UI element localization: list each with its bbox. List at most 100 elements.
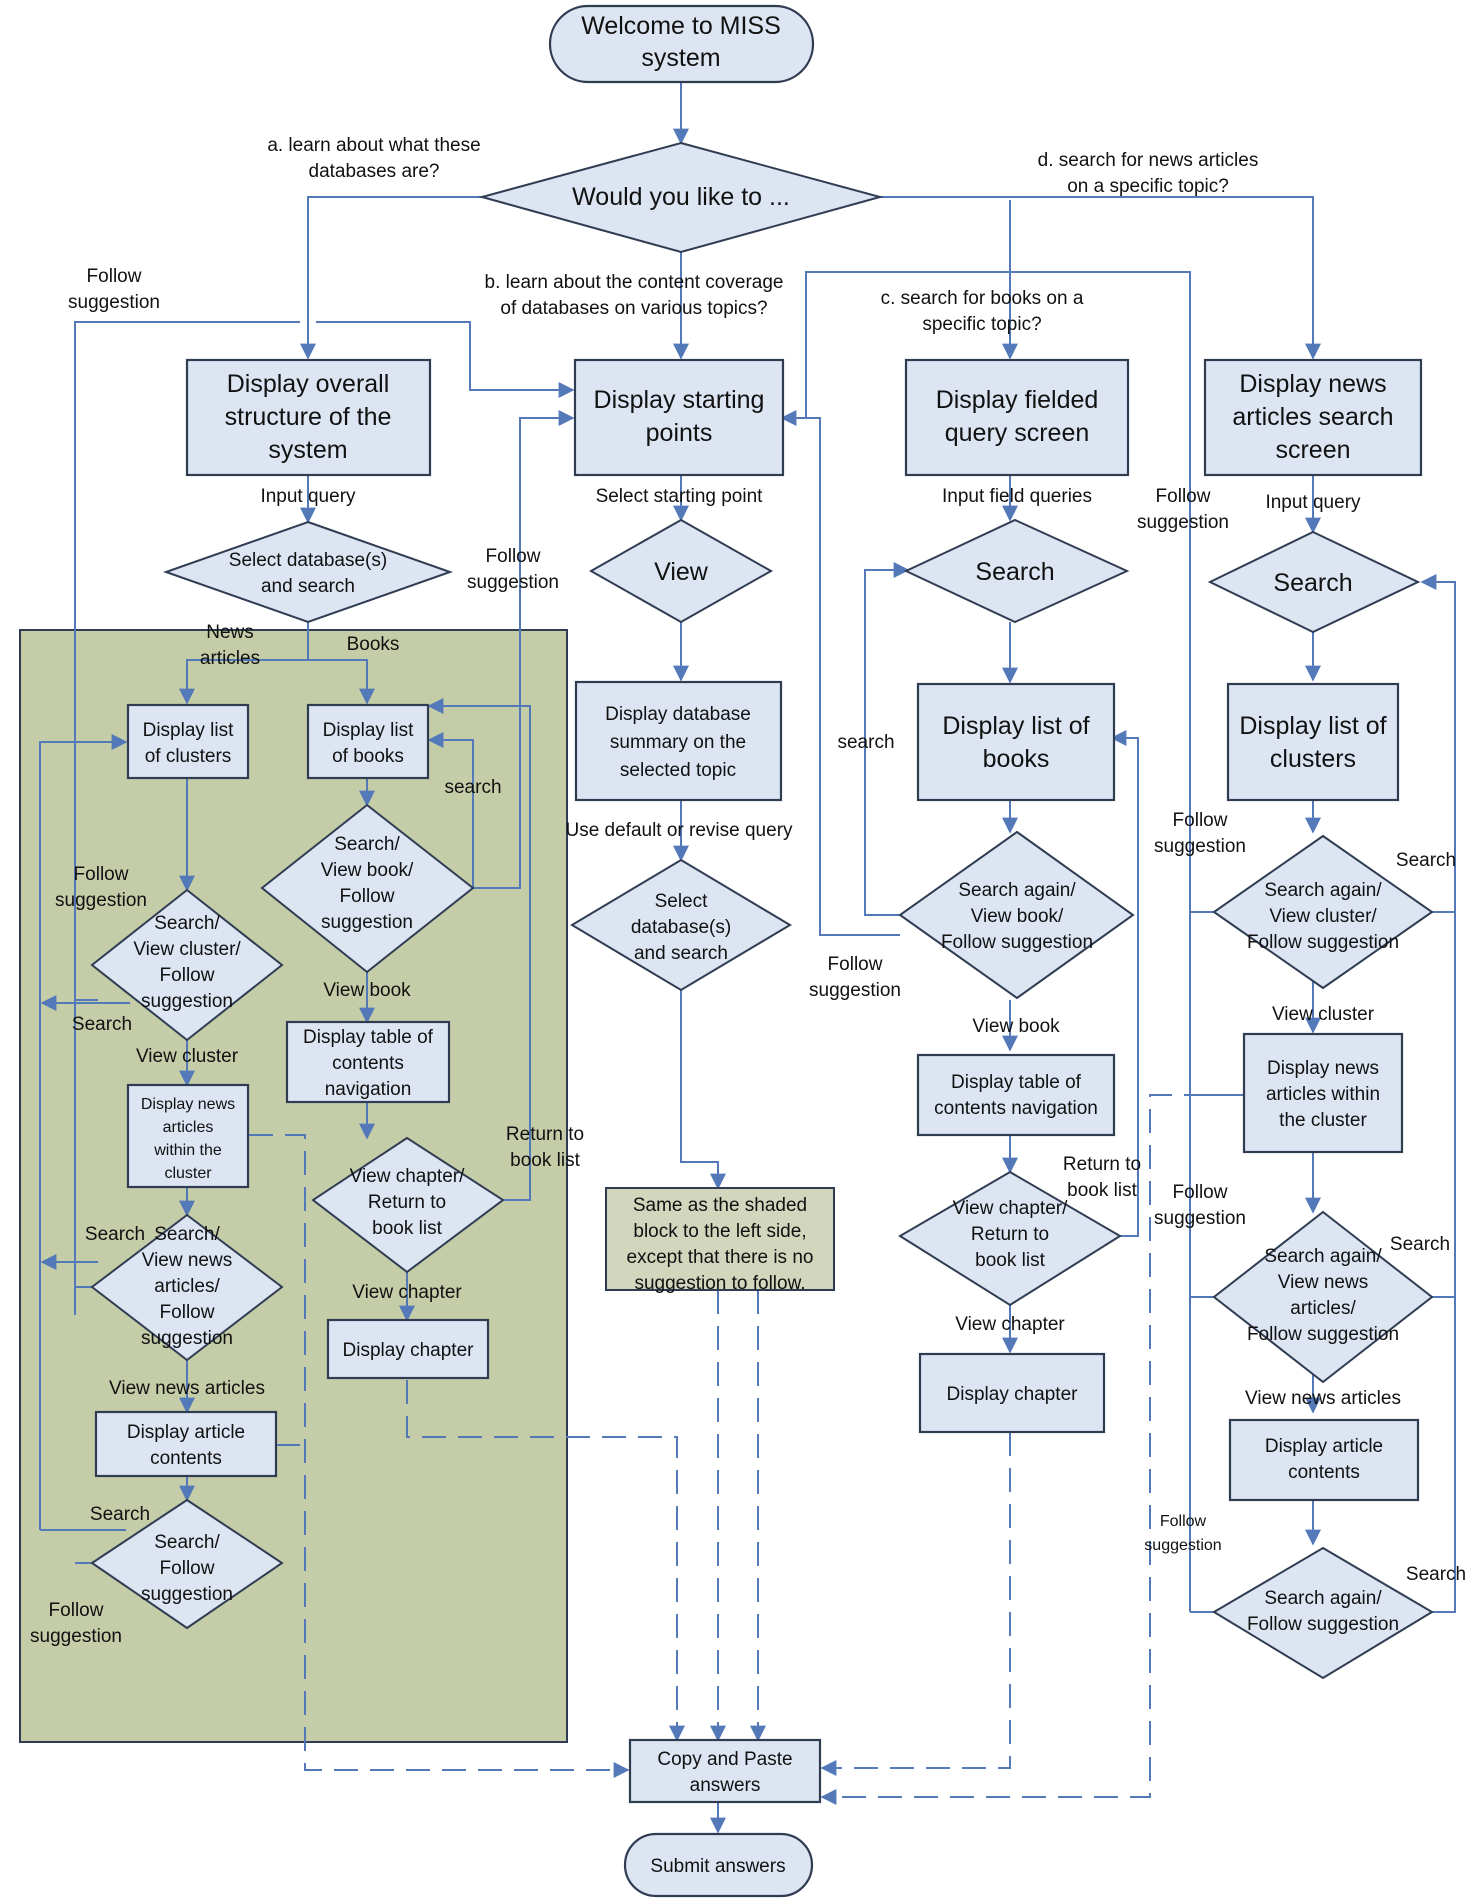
label-search-d3: Search xyxy=(1406,1564,1466,1585)
overall-line2: structure of the xyxy=(225,403,392,431)
dec-cluster-a-line3: Follow xyxy=(160,965,215,986)
label-view-book-c: View book xyxy=(972,1016,1060,1037)
node-chapter-a: Display chapter xyxy=(326,1318,490,1380)
search-c-label: Search xyxy=(975,558,1054,586)
node-dec-cluster-d: Search again/ View cluster/ Follow sugge… xyxy=(1212,834,1434,990)
dec-news-d-line2: View news xyxy=(1278,1272,1368,1293)
node-chapter-c: Display chapter xyxy=(918,1352,1106,1434)
node-news-screen: Display news articles search screen xyxy=(1203,358,1423,477)
follow-d3-line2: suggestion xyxy=(1154,1208,1246,1229)
label-view-cluster-a: View cluster xyxy=(136,1046,239,1067)
select-db-b-line3: and search xyxy=(634,943,728,964)
node-select-db-a: Select database(s) and search xyxy=(162,520,454,624)
node-list-books-c: Display list of books xyxy=(916,682,1116,802)
main-decision-label: Would you like to ... xyxy=(572,183,790,211)
select-db-b-line2: database(s) xyxy=(631,917,731,938)
follow-top-line2: suggestion xyxy=(68,292,160,313)
label-books: Books xyxy=(347,634,400,655)
node-dec-cluster-a: Search/ View cluster/ Follow suggestion xyxy=(90,888,284,1042)
node-starting-points: Display starting points xyxy=(573,358,785,477)
overall-line3: system xyxy=(268,436,347,464)
label-search-d2: Search xyxy=(1390,1234,1450,1255)
chapter-a-label: Display chapter xyxy=(343,1340,475,1361)
dec-chapter-a-line1: View chapter/ xyxy=(350,1166,465,1187)
label-search-a: search xyxy=(444,777,501,798)
fielded-line2: query screen xyxy=(945,419,1090,447)
label-input-query-d: Input query xyxy=(1265,492,1361,513)
note-line1: Same as the shaded xyxy=(633,1195,807,1216)
select-db-b-line1: Select xyxy=(655,891,709,912)
news-within-d-line1: Display news xyxy=(1267,1058,1379,1079)
follow-d1-line2: suggestion xyxy=(1137,512,1229,533)
dec-news-d-line4: Follow suggestion xyxy=(1247,1324,1399,1345)
node-dec-book-a: Search/ View book/ Follow suggestion xyxy=(260,803,475,974)
note-line2: block to the left side, xyxy=(633,1221,806,1242)
dec-chapter-a-line2: Return to xyxy=(368,1192,446,1213)
overall-line1: Display overall xyxy=(227,370,390,398)
follow-d1-line1: Follow xyxy=(1156,486,1211,507)
node-dec-final-d: Search again/ Follow suggestion xyxy=(1212,1546,1434,1680)
dec-book-a-line4: suggestion xyxy=(321,912,413,933)
news-within-d-line2: articles within xyxy=(1266,1084,1380,1105)
dec-final-a-line3: suggestion xyxy=(141,1584,233,1605)
toc-a-line2: contents xyxy=(332,1053,404,1074)
node-news-within-d: Display news articles within the cluster xyxy=(1242,1032,1404,1154)
article-d-line2: contents xyxy=(1288,1462,1360,1483)
toc-a-line3: navigation xyxy=(325,1079,412,1100)
article-a-line1: Display article xyxy=(127,1422,245,1443)
follow-d2-line1: Follow xyxy=(1173,810,1228,831)
toc-a-line1: Display table of xyxy=(303,1027,434,1048)
node-dec-final-a: Search/ Follow suggestion xyxy=(90,1498,284,1630)
node-article-a: Display article contents xyxy=(94,1410,278,1478)
option-a-line1: a. learn about what these xyxy=(267,135,480,156)
node-submit: Submit answers xyxy=(623,1832,814,1898)
option-b-line1: b. learn about the content coverage xyxy=(485,272,784,293)
follow-a2-line2: suggestion xyxy=(55,890,147,911)
start-terminal: Welcome to MISS system xyxy=(548,4,815,84)
news-within-d-line3: the cluster xyxy=(1279,1110,1367,1131)
dec-news-a-line3: articles/ xyxy=(154,1276,220,1297)
list-clusters-a-line2: of clusters xyxy=(145,746,232,767)
node-list-clusters-d: Display list of clusters xyxy=(1226,682,1400,802)
dec-chapter-c-line3: book list xyxy=(975,1250,1045,1271)
follow-d3-line1: Follow xyxy=(1173,1182,1228,1203)
dashed-connectors xyxy=(249,1094,1244,1805)
dec-book-a-line2: View book/ xyxy=(321,860,414,881)
dec-cluster-a-line4: suggestion xyxy=(141,991,233,1012)
follow-a3-line1: Follow xyxy=(49,1600,104,1621)
dec-cluster-d-line2: View cluster/ xyxy=(1269,906,1377,927)
dec-cluster-a-line2: View cluster/ xyxy=(133,939,241,960)
summary-line2: summary on the xyxy=(610,732,746,753)
list-books-a-line2: of books xyxy=(332,746,404,767)
news-within-a-line3: within the xyxy=(153,1142,222,1159)
list-clusters-d-line1: Display list of xyxy=(1239,712,1386,740)
dec-news-a-line4: Follow xyxy=(160,1302,215,1323)
dec-again-c-line1: Search again/ xyxy=(958,880,1076,901)
note-line3: except that there is no xyxy=(627,1247,814,1268)
dec-news-a-line2: View news xyxy=(142,1250,232,1271)
article-d-line1: Display article xyxy=(1265,1436,1383,1457)
label-news-line2: articles xyxy=(200,648,260,669)
option-a-line2: databases are? xyxy=(309,161,440,182)
connectors xyxy=(39,82,1456,1834)
label-view-chapter-a: View chapter xyxy=(352,1282,462,1303)
option-d-line2: on a specific topic? xyxy=(1067,176,1229,197)
label-view-news-d: View news articles xyxy=(1245,1388,1401,1409)
label-news-line1: News xyxy=(206,622,254,643)
news-screen-line2: articles search xyxy=(1232,403,1393,431)
node-article-d: Display article contents xyxy=(1228,1418,1420,1502)
follow-a1-line2: suggestion xyxy=(467,572,559,593)
label-view-book-a: View book xyxy=(323,980,411,1001)
toc-c-line1: Display table of xyxy=(951,1072,1082,1093)
node-select-db-b: Select database(s) and search xyxy=(570,858,792,992)
dec-final-a-line1: Search/ xyxy=(154,1532,220,1553)
node-dec-chapter-a: View chapter/ Return to book list xyxy=(311,1136,505,1274)
follow-d4-line2: suggestion xyxy=(1144,1537,1221,1554)
node-search-d: Search xyxy=(1207,530,1421,634)
follow-d4-line1: Follow xyxy=(1160,1513,1207,1530)
follow-top-line1: Follow xyxy=(87,266,142,287)
label-search-a2: Search xyxy=(72,1014,132,1035)
dec-news-a-line5: suggestion xyxy=(141,1328,233,1349)
node-dec-news-a: Search/ View news articles/ Follow sugge… xyxy=(90,1213,284,1362)
